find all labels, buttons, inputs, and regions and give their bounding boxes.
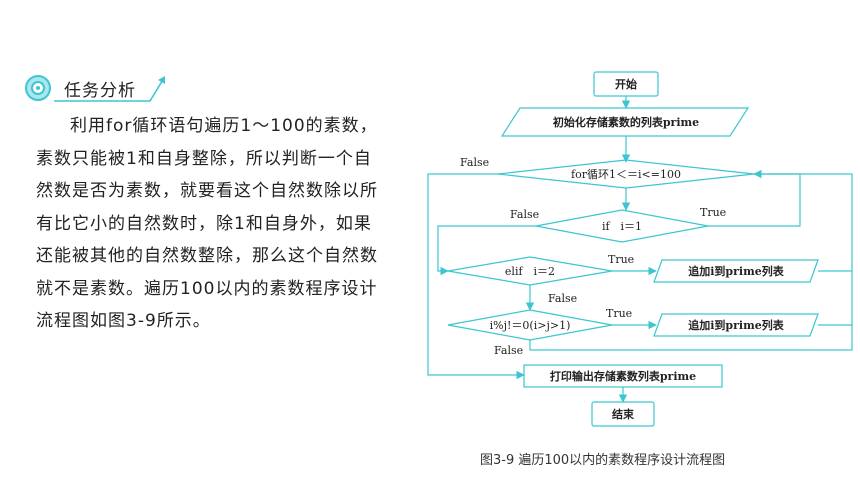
false-label-loop: False <box>460 156 489 169</box>
false-label-if: False <box>510 208 539 221</box>
if-decision <box>535 209 709 243</box>
elif-label: elif i＝2 <box>505 265 555 278</box>
false-label-elif: False <box>548 292 577 305</box>
heading-text: 任务分析 <box>64 81 136 101</box>
append-node-1 <box>653 259 819 283</box>
figure-caption: 图3-9 遍历100以内的素数程序设计流程图 <box>480 453 726 468</box>
init-node <box>500 107 750 137</box>
false-label-mod: False <box>494 344 523 357</box>
append-node-2 <box>653 313 819 337</box>
start-label: 开始 <box>615 77 637 91</box>
append-label-1: 追加i到prime列表 <box>688 264 784 278</box>
body-paragraph: 利用for循环语句遍历1～100的素数，素数只能被1和自身整除，所以判断一个自然… <box>36 116 378 331</box>
heading-underline <box>54 76 165 102</box>
true-label-if: True <box>700 206 726 219</box>
end-label: 结束 <box>611 407 635 421</box>
mod-label: i%j!＝0(i>j>1) <box>490 319 571 332</box>
end-node <box>591 401 655 427</box>
true-label-elif: True <box>608 253 634 266</box>
section-heading: 任务分析 <box>24 70 174 106</box>
loop-label: for循环1＜＝i<=100 <box>571 168 681 181</box>
append-label-2: 追加i到prime列表 <box>688 318 784 332</box>
flowchart: 开始 初始化存储素数的列表prime for循环1＜＝i<=100 if i＝1… <box>427 71 853 427</box>
init-label: 初始化存储素数的列表prime <box>553 115 699 129</box>
true-label-mod: True <box>606 307 632 320</box>
badge-icon <box>25 75 51 101</box>
print-label: 打印输出存储素数列表prime <box>550 369 696 383</box>
if-label: if i＝1 <box>602 220 642 233</box>
